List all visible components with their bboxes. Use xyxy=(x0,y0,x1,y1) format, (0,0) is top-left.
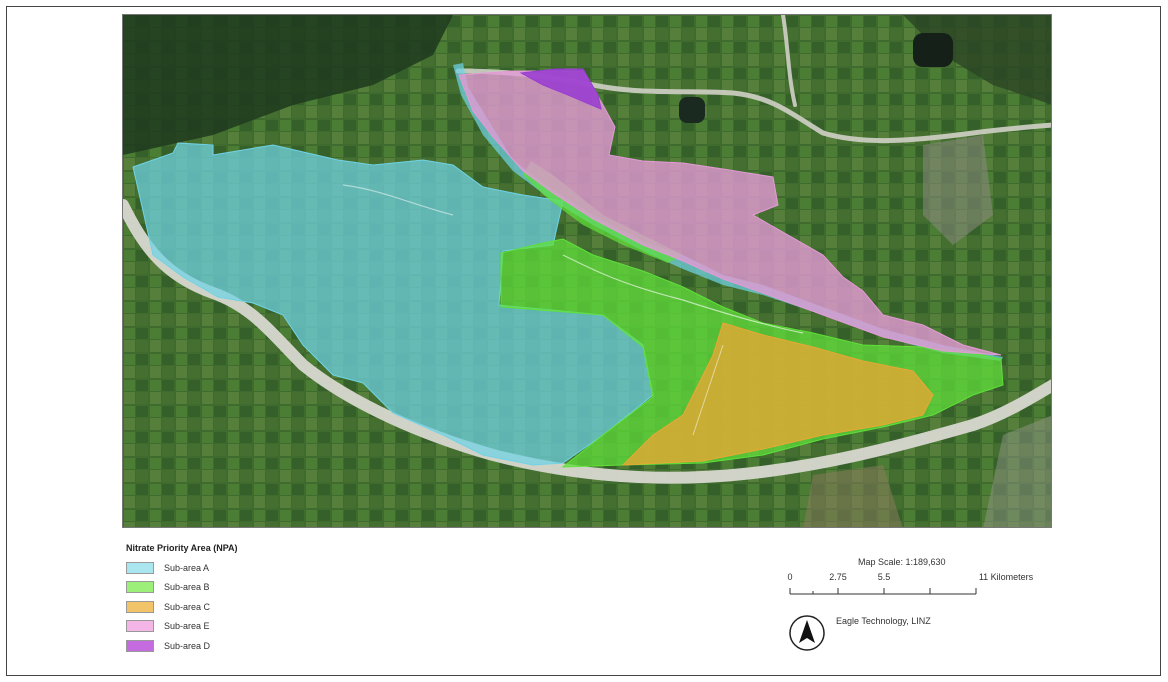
legend-swatch-c xyxy=(126,600,154,613)
legend-swatch-d xyxy=(126,639,154,652)
scale-bar-graphic xyxy=(789,588,977,595)
legend-item-sub-area-c: Sub-area C xyxy=(126,597,238,617)
map-attribution: Eagle Technology, LINZ xyxy=(836,616,931,626)
river-north-branch xyxy=(781,15,797,107)
legend-label: Sub-area E xyxy=(164,621,210,632)
urban-area xyxy=(983,415,1051,527)
scale-tick-label: 11 Kilometers xyxy=(978,572,1034,582)
north-arrow-icon xyxy=(789,615,825,651)
legend-item-sub-area-b: Sub-area B xyxy=(126,578,238,598)
sub-area-d-polygon[interactable] xyxy=(519,68,602,110)
road xyxy=(342,184,454,216)
sub-area-e-polygon[interactable] xyxy=(458,70,1002,356)
road xyxy=(562,254,804,334)
lake xyxy=(679,97,705,123)
sub-area-c-polygon[interactable] xyxy=(621,322,934,466)
map-legend: Nitrate Priority Area (NPA) Sub-area A S… xyxy=(126,543,238,656)
legend-swatch-a xyxy=(126,561,154,574)
legend-swatch-b xyxy=(126,581,154,594)
lake xyxy=(913,33,953,67)
scale-tick-label: 0 xyxy=(787,572,793,582)
map-canvas[interactable] xyxy=(123,15,1052,528)
legend-label: Sub-area A xyxy=(164,562,210,573)
legend-label: Sub-area C xyxy=(164,601,211,612)
legend-label: Sub-area B xyxy=(164,582,210,593)
legend-label: Sub-area D xyxy=(164,640,211,651)
legend-swatch-e xyxy=(126,620,154,633)
scale-tick-label: 2.75 xyxy=(829,572,847,582)
forest-patch xyxy=(123,15,453,155)
road xyxy=(692,344,724,436)
legend-item-sub-area-a: Sub-area A xyxy=(126,558,238,578)
scale-tick-label: 5.5 xyxy=(877,572,891,582)
map-scale-text: Map Scale: 1:189,630 xyxy=(858,557,946,567)
urban-area xyxy=(803,465,903,527)
legend-title: Nitrate Priority Area (NPA) xyxy=(126,543,238,553)
legend-item-sub-area-d: Sub-area D xyxy=(126,636,238,656)
legend-item-sub-area-e: Sub-area E xyxy=(126,617,238,637)
urban-area xyxy=(923,135,993,245)
map-view[interactable] xyxy=(122,14,1052,528)
scale-bar: 0 2.75 5.5 11 Kilometers xyxy=(784,572,1054,612)
